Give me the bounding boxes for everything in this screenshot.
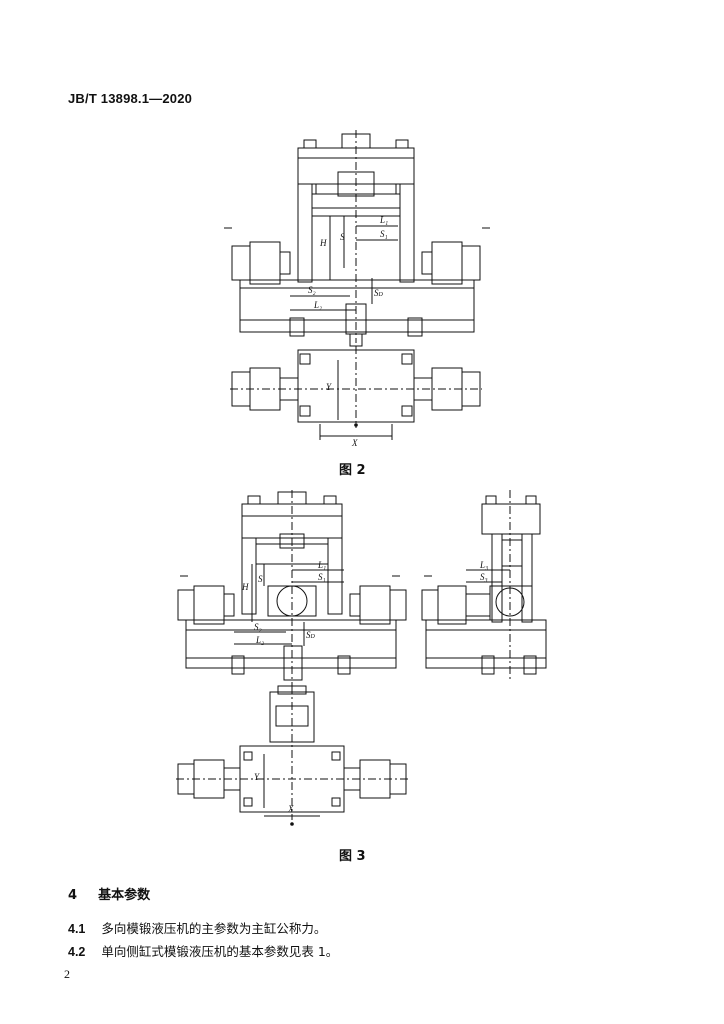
svg-text:S₁: S₁ (318, 572, 326, 582)
page-number: 2 (64, 967, 70, 981)
clause-text: 单向侧缸式模锻液压机的基本参数见表 1。 (101, 944, 339, 959)
svg-text:SD: SD (374, 288, 384, 298)
svg-text:L₂: L₂ (313, 300, 322, 310)
figure-3-drawing: H S L₁ S₁ S₂ L₂ SD L₃ S₃ Y X (160, 490, 560, 826)
svg-text:L₂: L₂ (255, 635, 264, 645)
section-title: 基本参数 (98, 888, 151, 903)
svg-text:X: X (351, 438, 358, 448)
clause-number: 4.2 (68, 945, 86, 959)
svg-text:L₃: L₃ (479, 560, 488, 570)
svg-text:Y: Y (326, 382, 332, 392)
standard-code: JB/T 13898.1—2020 (68, 91, 193, 106)
svg-text:Y: Y (254, 772, 260, 782)
clause-number: 4.1 (68, 922, 86, 936)
svg-text:S₁: S₁ (380, 229, 388, 239)
section-number: 4 (68, 888, 78, 903)
svg-text:S₂: S₂ (254, 622, 262, 632)
figure-2-drawing: H S L₁ S₁ SD S₂ L₂ Y X (220, 128, 500, 448)
svg-text:S₂: S₂ (308, 285, 316, 295)
svg-text:X: X (287, 804, 294, 814)
svg-text:SD: SD (306, 630, 316, 640)
clause-4-2: 4.2 单向侧缸式模锻液压机的基本参数见表 1。 (68, 941, 338, 960)
svg-text:S: S (258, 574, 263, 584)
figure-3-caption: 图 3 (339, 849, 366, 864)
clause-text: 多向模锻液压机的主参数为主缸公称力。 (101, 921, 327, 936)
figure-2-caption: 图 2 (339, 463, 366, 478)
clause-4-1: 4.1 多向模锻液压机的主参数为主缸公称力。 (68, 918, 326, 937)
svg-text:L₁: L₁ (379, 215, 388, 225)
svg-text:H: H (241, 582, 249, 592)
svg-text:S: S (340, 232, 345, 242)
svg-text:H: H (319, 238, 327, 248)
section-heading: 4 基本参数 (68, 884, 150, 903)
svg-text:S₃: S₃ (480, 572, 488, 582)
svg-text:L₁: L₁ (317, 560, 326, 570)
